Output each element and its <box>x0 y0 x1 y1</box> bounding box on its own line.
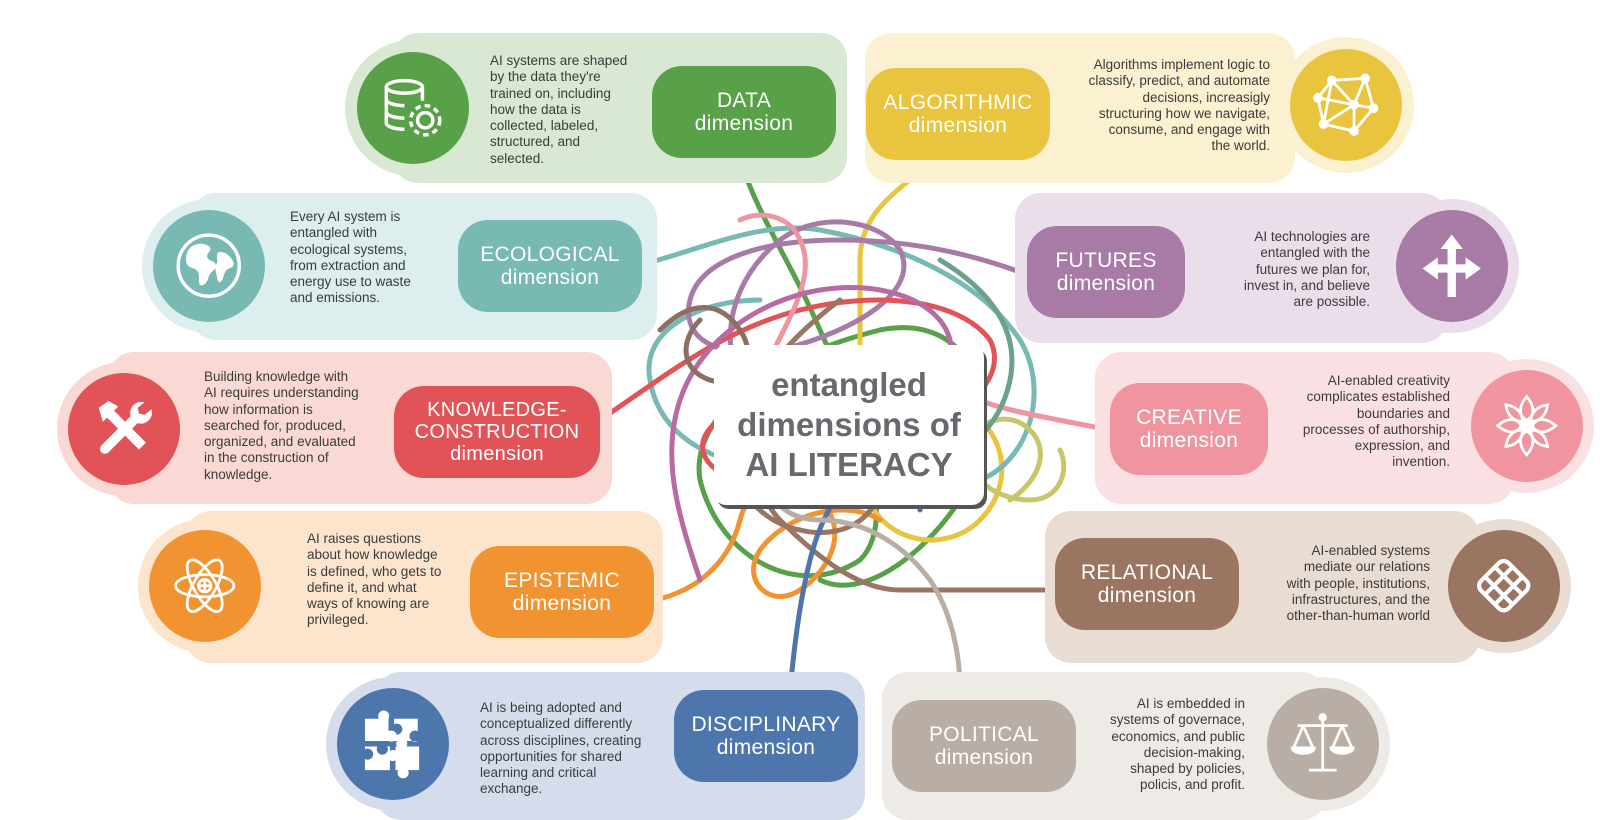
title-line-2: dimensions of <box>737 405 961 445</box>
title-line-3: AI LITERACY <box>745 445 952 485</box>
knot-icon <box>1469 551 1538 620</box>
ecological-icon-circle <box>153 210 265 322</box>
relational-icon-circle <box>1448 530 1560 642</box>
political-icon-circle <box>1267 688 1379 800</box>
scales-icon <box>1288 709 1357 778</box>
disciplinary-icon-circle <box>337 688 449 800</box>
futures-icon-circle <box>1396 210 1508 322</box>
knowledge-icon-circle <box>68 373 180 485</box>
title-line-1: entangled <box>771 365 927 405</box>
puzzle-icon <box>358 709 427 778</box>
mandala-icon <box>1492 391 1561 460</box>
center-title-box: entangled dimensions of AI LITERACY <box>714 345 984 505</box>
network-polyhedron-icon <box>1311 70 1380 139</box>
atom-icon <box>170 551 239 620</box>
creative-icon-circle <box>1471 370 1583 482</box>
globe-icon <box>174 231 243 300</box>
branching-arrows-icon <box>1417 231 1486 300</box>
algorithmic-icon-circle <box>1290 49 1402 161</box>
hammer-wrench-icon <box>89 394 158 463</box>
data-icon-circle <box>357 52 469 164</box>
epistemic-icon-circle <box>149 530 261 642</box>
database-gear-icon <box>378 73 447 142</box>
